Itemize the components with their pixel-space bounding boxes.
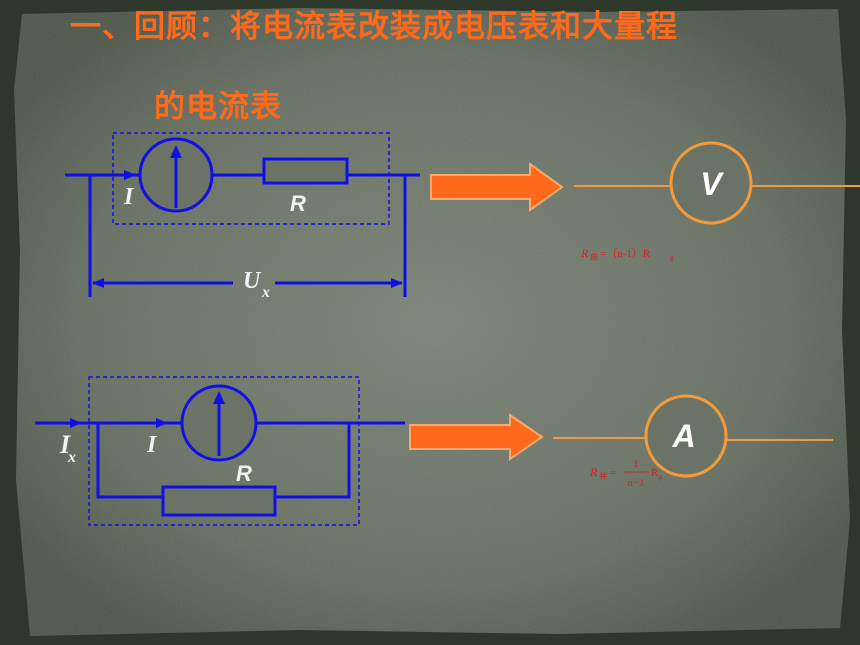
- dashed-enclosure: [112, 132, 390, 225]
- formula-rhs: =（n-1）R: [600, 247, 651, 260]
- total-current-arrow: [70, 418, 82, 428]
- voltage-label: U: [243, 268, 262, 294]
- ammeter-label: A: [671, 418, 695, 454]
- ammeter-symbol: A: [553, 394, 833, 478]
- resistor-label: R: [290, 191, 306, 216]
- dashed-enclosure-2: [88, 376, 360, 526]
- formula-lhs: R: [580, 246, 589, 260]
- current-label: I: [123, 184, 135, 210]
- slide-title: 一、回顾：将电流表改装成电压表和大量程 的电流表: [70, 4, 830, 130]
- formula2-numerator: 1: [634, 459, 639, 470]
- total-current-subscript: x: [67, 449, 76, 466]
- formula-subscript: 串: [590, 253, 598, 262]
- shunt-resistor: [161, 485, 277, 517]
- voltage-subscript: x: [261, 284, 270, 301]
- formula2-lhs: R: [589, 465, 598, 479]
- series-resistor: [262, 157, 349, 185]
- formula2-rhs: R: [651, 467, 659, 479]
- galvanometer-symbol: [138, 137, 214, 213]
- voltmeter-label: V: [700, 166, 724, 202]
- series-resistance-formula: R 串 =（n-1）R g: [580, 246, 674, 262]
- voltmeter-circuit: I R U x: [65, 132, 420, 301]
- formula2-denominator: n−1: [628, 478, 645, 489]
- current-arrow: [124, 170, 136, 180]
- total-current-label: I: [59, 430, 71, 459]
- shunt-resistance-formula: R 并 = 1 n−1 R g: [589, 459, 663, 489]
- shunt-resistor-label: R: [236, 461, 252, 486]
- ammeter-circuit: I x I R: [35, 376, 405, 526]
- right-arrow-1: [430, 162, 564, 212]
- formula2-subscript: 并: [599, 471, 607, 481]
- voltmeter-symbol: V: [574, 141, 860, 225]
- title-line-2: 的电流表: [154, 89, 282, 125]
- formula2-equals: =: [610, 467, 616, 479]
- branch-current-label: I: [146, 432, 158, 458]
- right-arrow-2: [409, 413, 544, 461]
- formula2-rhs-subscript: g: [659, 473, 663, 481]
- galvanometer-symbol-2: [180, 384, 258, 462]
- formula-rhs-subscript: g: [670, 254, 674, 262]
- title-line-1: 一、回顾：将电流表改装成电压表和大量程: [70, 9, 678, 45]
- branch-current-arrow: [156, 418, 168, 428]
